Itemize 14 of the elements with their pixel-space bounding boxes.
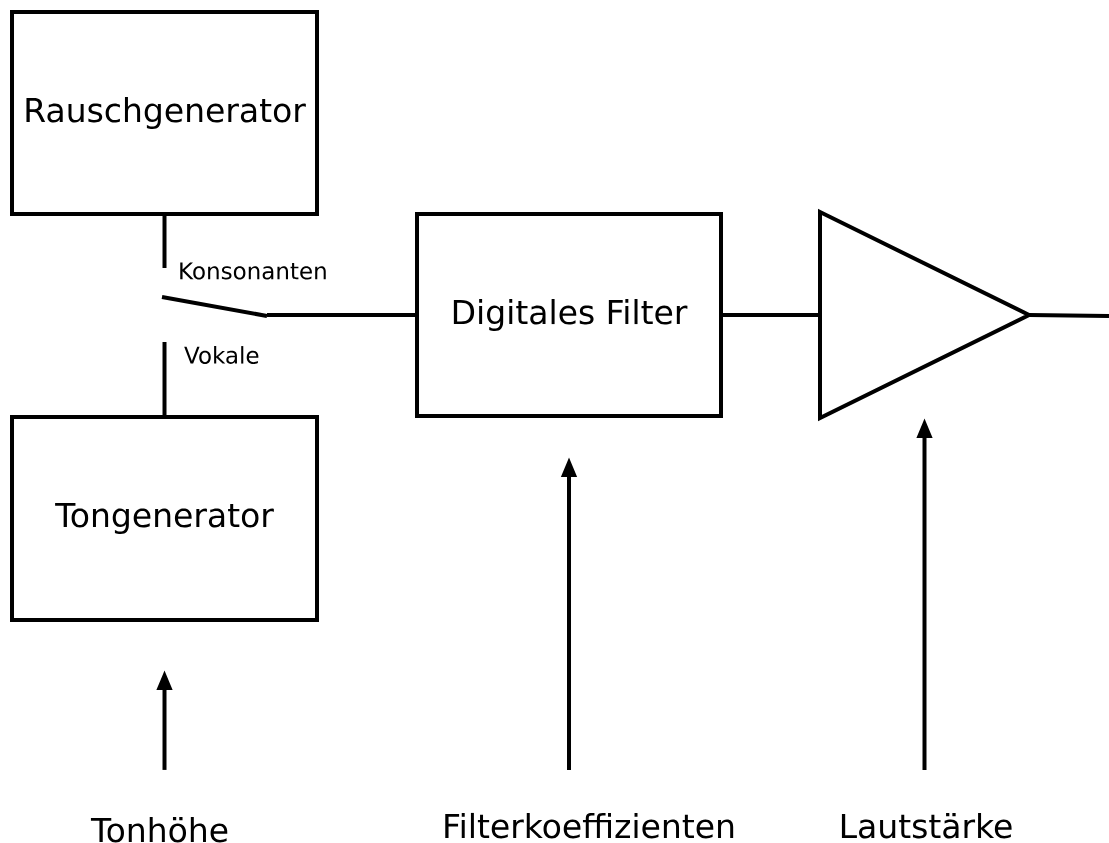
- input-label: Filterkoeffizienten: [445, 812, 734, 839]
- process-box: Rauschgenerator: [10, 10, 319, 216]
- input-label: Lautstärke: [841, 812, 1012, 839]
- edge-label: Vokale: [183, 345, 261, 365]
- process-box: Tongenerator: [10, 415, 319, 622]
- edge-label: Konsonanten: [177, 261, 329, 281]
- connector-line: [267, 313, 415, 317]
- connector-line: [162, 216, 167, 268]
- switch-symbol: [161, 295, 268, 318]
- connector-line: [162, 342, 167, 415]
- connector-line: [723, 313, 820, 317]
- process-box: Digitales Filter: [415, 212, 723, 418]
- connector-line: [1028, 313, 1109, 318]
- input-label: Tonhöhe: [90, 816, 228, 843]
